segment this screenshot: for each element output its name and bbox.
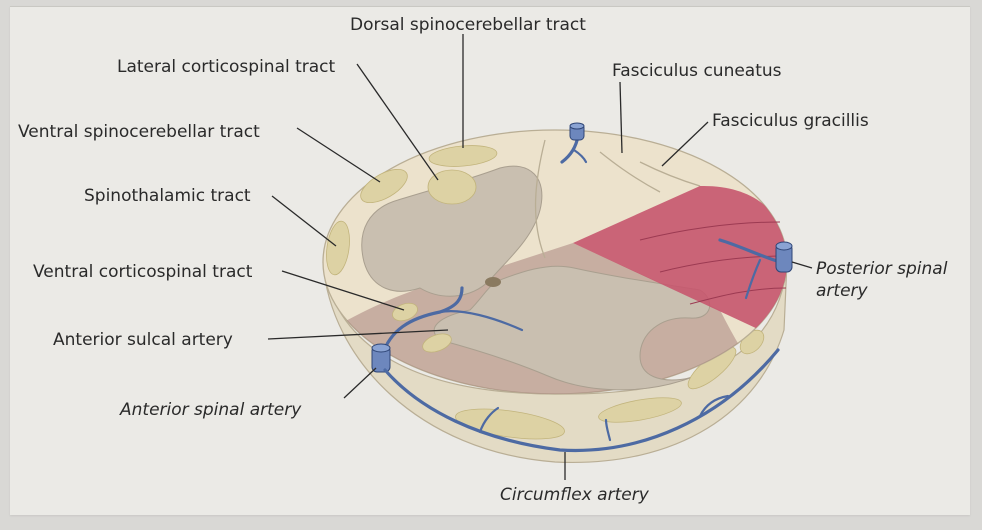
label-fasciculus-cuneatus: Fasciculus cuneatus	[612, 61, 782, 81]
leader-anterior-sulcal	[267, 329, 449, 340]
leader-anterior-spinal	[343, 367, 377, 399]
circumflex-artery	[383, 348, 780, 453]
leader-ventral-corticospinal	[281, 270, 405, 311]
label-ventral-corticospinal: Ventral corticospinal tract	[33, 262, 253, 282]
label-ventral-spinocerebellar: Ventral spinocerebellar tract	[18, 122, 260, 142]
central-canal	[485, 277, 501, 287]
posterior-territory	[573, 185, 787, 344]
leader-ventral-spinocerebellar	[296, 127, 381, 183]
anterior-spinal-artery	[371, 286, 524, 373]
dorsal-surface-artery	[560, 122, 588, 164]
leader-fasciculus-gracillis	[661, 121, 709, 167]
posterior-territory-lines	[639, 221, 787, 305]
posterior-spinal-artery-vessel	[718, 238, 793, 300]
leader-lateral-corticospinal	[356, 63, 439, 181]
grey-matter	[361, 165, 711, 391]
label-circumflex: Circumflex artery	[500, 485, 650, 505]
label-anterior-spinal: Anterior spinal artery	[119, 400, 302, 420]
label-lateral-corticospinal: Lateral corticospinal tract	[117, 57, 336, 77]
label-dorsal-spinocerebellar: Dorsal spinocerebellar tract	[350, 15, 586, 35]
leader-fasciculus-cuneatus	[619, 81, 623, 154]
leader-posterior-spinal	[791, 261, 813, 269]
label-fasciculus-gracillis: Fasciculus gracillis	[712, 111, 869, 131]
label-spinothalamic: Spinothalamic tract	[84, 186, 251, 206]
label-posterior-spinal-line1: Posterior spinal	[816, 259, 948, 279]
leader-lines	[267, 34, 813, 480]
label-posterior-spinal-line2: artery	[816, 281, 869, 301]
surface-tract-patches	[326, 145, 498, 353]
leader-spinothalamic	[271, 195, 337, 247]
dorsal-column-lines	[534, 139, 701, 259]
label-anterior-sulcal: Anterior sulcal artery	[53, 330, 233, 350]
